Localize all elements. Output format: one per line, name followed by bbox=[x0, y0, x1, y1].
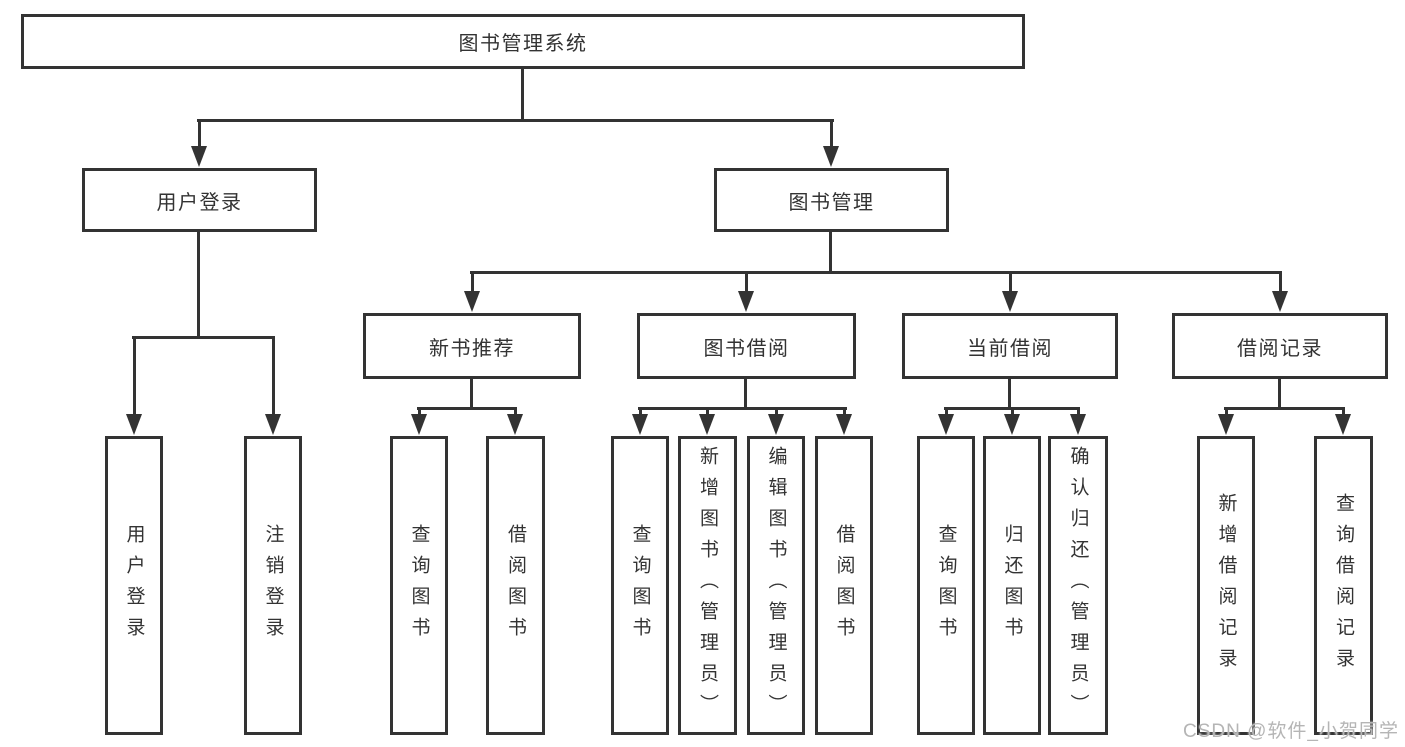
arrow-down-icon bbox=[699, 414, 715, 435]
arrow-down-icon bbox=[938, 414, 954, 435]
leaf-borrow-books-recommend: 借阅图书 bbox=[486, 436, 545, 735]
leaf-edit-book-admin: 编辑图书（管理员） bbox=[747, 436, 805, 735]
arrow-shaft bbox=[514, 407, 517, 416]
arrow-shaft bbox=[1077, 407, 1080, 416]
node-borrow-records: 借阅记录 bbox=[1172, 313, 1388, 379]
arrow-down-icon bbox=[1272, 291, 1288, 312]
connector-book-borrow-vertical bbox=[744, 379, 747, 407]
arrow-shaft bbox=[1011, 407, 1014, 416]
leaf-query-books-recommend: 查询图书 bbox=[390, 436, 448, 735]
arrow-down-icon bbox=[632, 414, 648, 435]
connector-book-management-vertical bbox=[829, 232, 832, 271]
arrow-down-icon bbox=[191, 146, 207, 167]
leaf-query-books-borrow: 查询图书 bbox=[611, 436, 669, 735]
leaf-return-book: 归还图书 bbox=[983, 436, 1041, 735]
arrow-down-icon bbox=[823, 146, 839, 167]
arrow-shaft-leaf-logout bbox=[272, 336, 275, 416]
arrow-shaft-book-management bbox=[830, 119, 833, 148]
connector-new-book-vertical bbox=[470, 379, 473, 407]
leaf-query-borrow-record: 查询借阅记录 bbox=[1314, 436, 1373, 735]
arrow-shaft-current-borrow bbox=[1009, 271, 1012, 293]
arrow-down-icon bbox=[411, 414, 427, 435]
arrow-shaft bbox=[639, 407, 642, 416]
connector-root-vertical bbox=[521, 69, 524, 119]
arrow-shaft bbox=[706, 407, 709, 416]
arrow-shaft-borrow-records bbox=[1279, 271, 1282, 293]
node-current-borrow: 当前借阅 bbox=[902, 313, 1118, 379]
node-system-root: 图书管理系统 bbox=[21, 14, 1025, 69]
node-book-borrow: 图书借阅 bbox=[637, 313, 856, 379]
arrow-shaft-leaf-user-login bbox=[133, 336, 136, 416]
arrow-down-icon bbox=[738, 291, 754, 312]
connector-level3-horizontal bbox=[470, 271, 1282, 274]
leaf-add-borrow-record: 新增借阅记录 bbox=[1197, 436, 1255, 735]
watermark: CSDN @软件_小贺同学 bbox=[1183, 721, 1399, 742]
node-book-management: 图书管理 bbox=[714, 168, 949, 232]
arrow-shaft-user-login bbox=[198, 119, 201, 148]
leaf-query-books-current: 查询图书 bbox=[917, 436, 975, 735]
connector-borrow-records-vertical bbox=[1278, 379, 1281, 407]
arrow-shaft bbox=[1225, 407, 1228, 416]
arrow-down-icon bbox=[768, 414, 784, 435]
arrow-shaft bbox=[1342, 407, 1345, 416]
connector-current-borrow-vertical bbox=[1008, 379, 1011, 407]
arrow-down-icon bbox=[1218, 414, 1234, 435]
connector-borrow-records-horizontal bbox=[1224, 407, 1345, 410]
connector-user-login-horizontal bbox=[132, 336, 275, 339]
leaf-logout: 注销登录 bbox=[244, 436, 302, 735]
arrow-down-icon bbox=[265, 414, 281, 435]
leaf-user-login: 用户登录 bbox=[105, 436, 163, 735]
node-new-book-recommend: 新书推荐 bbox=[363, 313, 581, 379]
arrow-shaft bbox=[418, 407, 421, 416]
leaf-add-book-admin: 新增图书（管理员） bbox=[678, 436, 737, 735]
arrow-shaft bbox=[775, 407, 778, 416]
connector-root-horizontal bbox=[197, 119, 834, 122]
arrow-shaft-book-borrow bbox=[745, 271, 748, 293]
connector-user-login-vertical bbox=[197, 232, 200, 336]
arrow-down-icon bbox=[836, 414, 852, 435]
arrow-down-icon bbox=[464, 291, 480, 312]
connector-new-book-horizontal bbox=[417, 407, 517, 410]
arrow-down-icon bbox=[1004, 414, 1020, 435]
arrow-down-icon bbox=[1002, 291, 1018, 312]
arrow-shaft bbox=[843, 407, 846, 416]
arrow-down-icon bbox=[507, 414, 523, 435]
node-user-login: 用户登录 bbox=[82, 168, 317, 232]
leaf-borrow-books: 借阅图书 bbox=[815, 436, 873, 735]
connector-book-borrow-horizontal bbox=[638, 407, 847, 410]
arrow-shaft-new-book bbox=[471, 271, 474, 293]
arrow-down-icon bbox=[126, 414, 142, 435]
arrow-down-icon bbox=[1335, 414, 1351, 435]
leaf-confirm-return-admin: 确认归还（管理员） bbox=[1048, 436, 1108, 735]
arrow-down-icon bbox=[1070, 414, 1086, 435]
arrow-shaft bbox=[945, 407, 948, 416]
